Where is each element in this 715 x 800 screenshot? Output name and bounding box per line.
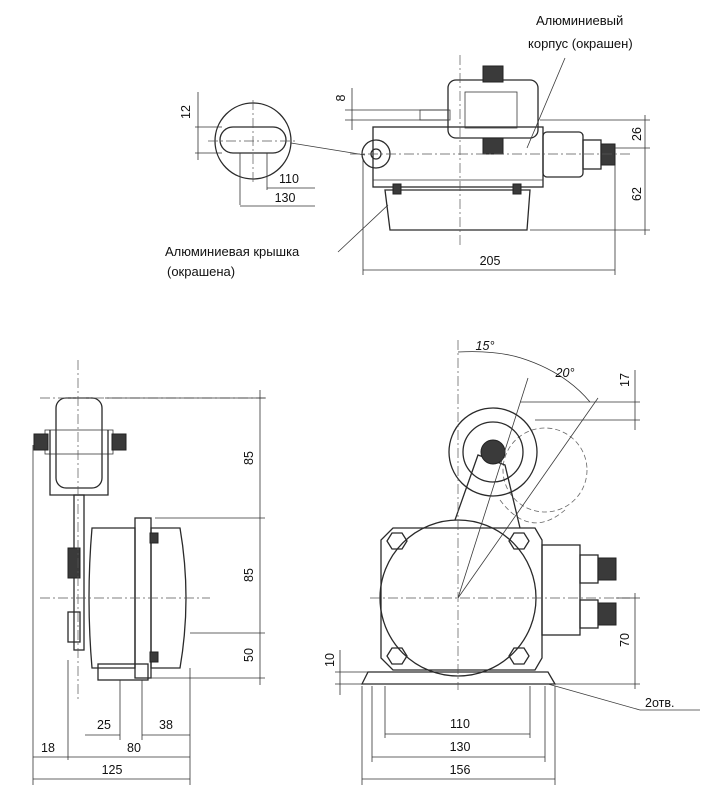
dim-110: 110 [279, 172, 299, 186]
dim-110-front: 110 [450, 717, 470, 731]
roller-side [55, 397, 103, 489]
angle-15: 15° [476, 339, 495, 353]
dim-125: 125 [102, 763, 123, 777]
dim-10: 10 [323, 653, 337, 667]
dim-70: 70 [618, 633, 632, 647]
angle-20: 20° [555, 366, 575, 380]
label-housing-line1: Алюминиевый [536, 13, 623, 28]
roller-alt-position [502, 427, 588, 513]
dim-18: 18 [41, 741, 55, 755]
lever-front [454, 454, 521, 529]
label-cover-line2: (окрашена) [167, 264, 235, 279]
dim-12: 12 [179, 105, 193, 119]
dim-26: 26 [630, 127, 644, 141]
housing-top [372, 126, 544, 188]
dim-17: 17 [618, 373, 632, 387]
dim-50: 50 [242, 648, 256, 662]
gland-block-front [541, 544, 581, 636]
dim-80: 80 [127, 741, 141, 755]
label-holes: 2отв. [645, 696, 674, 710]
dim-205: 205 [480, 254, 501, 268]
housing-side-body [88, 527, 136, 669]
gland-nut-top [600, 143, 616, 166]
gland-housing-top [542, 131, 584, 178]
dim-85-upper: 85 [242, 451, 256, 465]
bolt-head-top [482, 65, 504, 83]
label-housing-line2: корпус (окрашен) [528, 36, 633, 51]
front-view: 15° 20° 17 70 10 110 130 156 2отв. [323, 339, 700, 785]
dim-8: 8 [334, 94, 348, 101]
dim-25: 25 [97, 718, 111, 732]
dim-130-front: 130 [450, 740, 471, 754]
dim-130: 130 [275, 191, 296, 205]
side-view: 85 85 50 25 38 18 80 125 [32, 360, 268, 785]
mounting-base [360, 671, 557, 685]
roller-bracket-top [447, 79, 539, 139]
dim-156: 156 [450, 763, 471, 777]
label-cover-line1: Алюминиевая крышка [165, 244, 300, 259]
plan-view: 8 26 62 205 Алюминиевый корпус (окрашен)… [165, 13, 650, 279]
roller-front [448, 407, 538, 497]
cover-top [384, 189, 531, 231]
dim-62: 62 [630, 187, 644, 201]
slot-detail-view: 12 110 130 [179, 92, 366, 207]
dim-85-lower: 85 [242, 568, 256, 582]
dim-38: 38 [159, 718, 173, 732]
housing-front [380, 527, 543, 671]
